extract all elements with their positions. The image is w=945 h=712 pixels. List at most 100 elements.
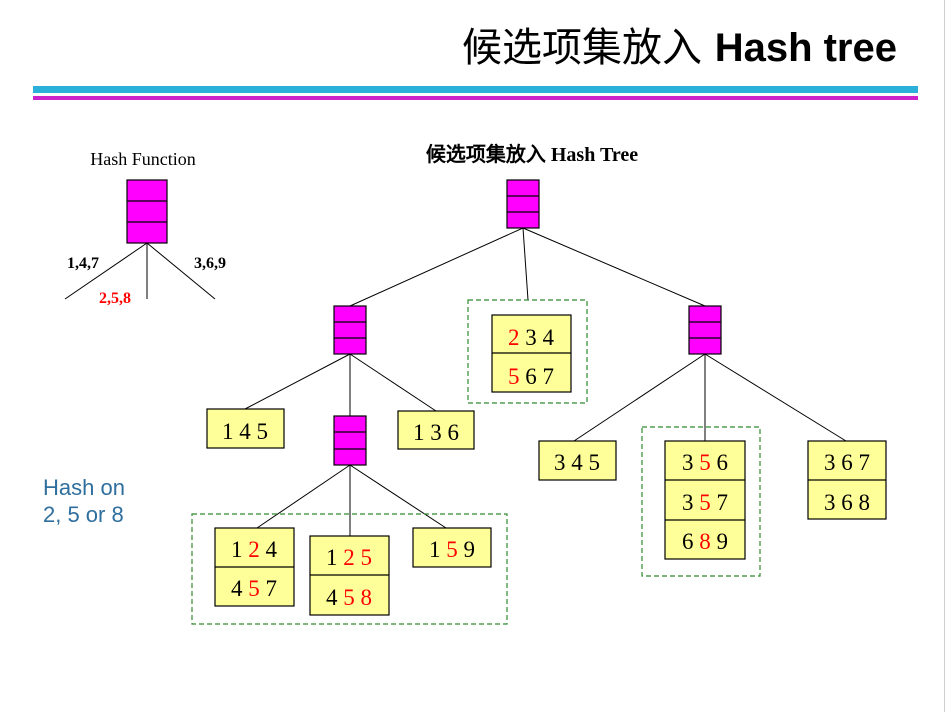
itemset-digit: 7 [537,364,554,389]
itemset-digit: 3 [824,450,836,475]
edge-root-left [349,227,524,307]
leaf-136: 1 3 6 [397,410,475,450]
itemset-digit: 3 [554,450,566,475]
leaf-itemset: 3 4 5 [554,450,600,475]
title-rule-cyan [33,86,918,93]
edge-mid-159 [349,464,447,529]
itemset-digit: 5 [583,450,600,475]
hash-branch-label-258: 2,5,8 [99,290,131,307]
itemset-digit: 6 [836,490,853,515]
tree-title: 候选项集放入 Hash Tree [426,142,638,166]
hash-branch-right [146,242,216,300]
itemset-digit: 5 [251,419,268,444]
leaf-234-567: 2 3 4 5 6 7 [491,314,572,393]
itemset-digit: 7 [711,490,728,515]
itemset-digit: 3 [682,490,694,515]
hash-function-node [126,179,168,244]
itemset-digit: 7 [853,450,870,475]
itemset-digit: 5 [338,585,355,610]
leaf-itemset: 3 5 7 [682,490,728,515]
itemset-digit: 9 [711,529,728,554]
leaf-itemset: 1 4 5 [222,419,268,444]
leaf-itemset: 4 5 7 [231,576,277,601]
itemset-digit: 1 [326,545,338,570]
dashed-group-234 [467,299,588,404]
slide-title: 候选项集放入 Hash tree [462,22,897,74]
itemset-digit: 9 [458,537,475,562]
hash-node-right [688,305,722,355]
itemset-digit: 8 [694,529,711,554]
hash-node-left-middle [333,415,367,466]
leaf-itemset: 3 6 8 [824,490,870,515]
itemset-digit: 6 [520,364,537,389]
edge-right-367 [704,353,847,442]
leaf-itemset: 5 6 7 [508,364,554,389]
itemset-digit: 3 [682,450,694,475]
itemset-digit: 1 [222,419,234,444]
itemset-digit: 4 [566,450,584,475]
leaf-itemset: 3 6 7 [824,450,870,475]
hash-node-root [506,179,540,229]
leaf-356-357-689: 3 5 6 3 5 7 6 8 9 [664,440,746,560]
leaf-itemset: 4 5 8 [326,585,372,610]
title-rule-magenta [33,96,918,100]
itemset-digit: 8 [853,490,870,515]
leaf-itemset: 1 2 4 [231,537,278,562]
hash-branch-label-369: 3,6,9 [194,255,226,272]
itemset-digit: 4 [260,537,278,562]
itemset-digit: 5 [355,545,372,570]
leaf-159: 1 5 9 [412,527,492,568]
slide-title-en: Hash tree [714,26,897,70]
leaf-itemset: 2 3 4 [508,325,555,350]
hash-function-label: Hash Function [90,149,196,169]
leaf-145: 1 4 5 [206,408,285,449]
hash-note-line2: 2, 5 or 8 [43,502,124,527]
itemset-digit: 2 [338,545,355,570]
itemset-digit: 1 [231,537,243,562]
leaf-itemset: 1 2 5 [326,545,372,570]
hash-node-left [333,305,367,355]
edge-root-middle [522,227,529,301]
dashed-group-right [641,426,761,577]
leaf-124-457: 1 2 4 4 5 7 [214,527,295,607]
itemset-digit: 2 [243,537,260,562]
itemset-digit: 3 [520,325,537,350]
itemset-digit: 1 [429,537,441,562]
itemset-digit: 3 [824,490,836,515]
itemset-digit: 2 [508,325,520,350]
leaf-itemset: 3 5 6 [682,450,728,475]
leaf-itemset: 1 3 6 [413,420,459,445]
itemset-digit: 5 [508,364,520,389]
itemset-digit: 8 [355,585,372,610]
itemset-digit: 6 [711,450,728,475]
itemset-digit: 5 [694,450,711,475]
itemset-digit: 6 [836,450,853,475]
itemset-digit: 4 [231,576,243,601]
itemset-digit: 4 [537,325,555,350]
itemset-digit: 5 [243,576,260,601]
dashed-group-bottom-left [191,513,508,625]
hash-note-line1: Hash on [43,475,125,500]
itemset-digit: 5 [694,490,711,515]
leaf-345: 3 4 5 [538,440,617,481]
slide-title-cjk: 候选项集放入 [461,25,702,71]
itemset-digit: 6 [682,529,694,554]
leaf-itemset: 6 8 9 [682,529,728,554]
itemset-digit: 4 [234,419,252,444]
itemset-digit: 6 [442,420,459,445]
edge-root-right [522,227,706,307]
hash-branch-left [64,242,148,300]
itemset-digit: 7 [260,576,277,601]
edge-right-345 [573,353,706,442]
itemset-digit: 1 [413,420,425,445]
edge-mid-124 [256,464,351,529]
hash-note: Hash on 2, 5 or 8 [43,474,125,528]
leaf-itemset: 1 5 9 [429,537,475,562]
leaf-125-458: 1 2 5 4 5 8 [309,535,390,616]
itemset-digit: 5 [441,537,458,562]
itemset-digit: 4 [326,585,338,610]
edge-left-145 [244,353,351,410]
edge-left-136 [349,353,437,412]
itemset-digit: 3 [425,420,442,445]
